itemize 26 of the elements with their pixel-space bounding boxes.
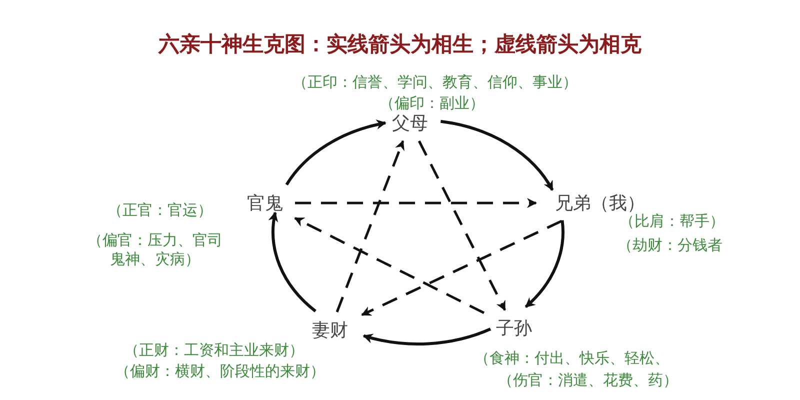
- curved-arrow: [268, 212, 316, 312]
- node-label: 父母: [392, 112, 428, 135]
- annotation-text: （比肩：帮手）: [620, 212, 724, 230]
- dashed-arrow: [418, 140, 506, 311]
- title: 六亲十神生克图：实线箭头为相生；虚线箭头为相克: [157, 30, 642, 58]
- annotation-text: （正印：信誉、学问、教育、信仰、事业）: [292, 72, 578, 92]
- dashed-arrow: [336, 140, 404, 312]
- node-label: 妻财: [312, 319, 348, 342]
- node-label: 官鬼: [247, 192, 283, 215]
- node-label: 子孙: [496, 317, 532, 340]
- dashed-arrow: [294, 216, 485, 314]
- curved-arrow: [285, 120, 386, 186]
- annotation-text: （伤官：消遣、花费、药）: [498, 370, 678, 390]
- annotation-text: （食神：付出、快乐、轻松、: [474, 348, 670, 368]
- dashed-arrow: [295, 198, 537, 208]
- annotation-text: （正官：官运）: [108, 200, 212, 220]
- node-label: 兄弟（我）: [555, 192, 645, 214]
- annotation-text: （劫财：分钱者: [618, 236, 722, 254]
- annotation-text: （偏印：副业）: [380, 94, 484, 112]
- curved-arrow: [524, 220, 564, 308]
- annotation-text: （偏财：横财、阶段性的来财）: [115, 362, 325, 380]
- curved-arrow: [440, 120, 554, 191]
- annotation-text: （偏官：压力、官司鬼神、灾病）: [86, 231, 224, 269]
- curved-arrow: [362, 328, 492, 346]
- dashed-arrow: [361, 220, 562, 316]
- annotation-text: （正财：工资和主业来财）: [124, 340, 304, 360]
